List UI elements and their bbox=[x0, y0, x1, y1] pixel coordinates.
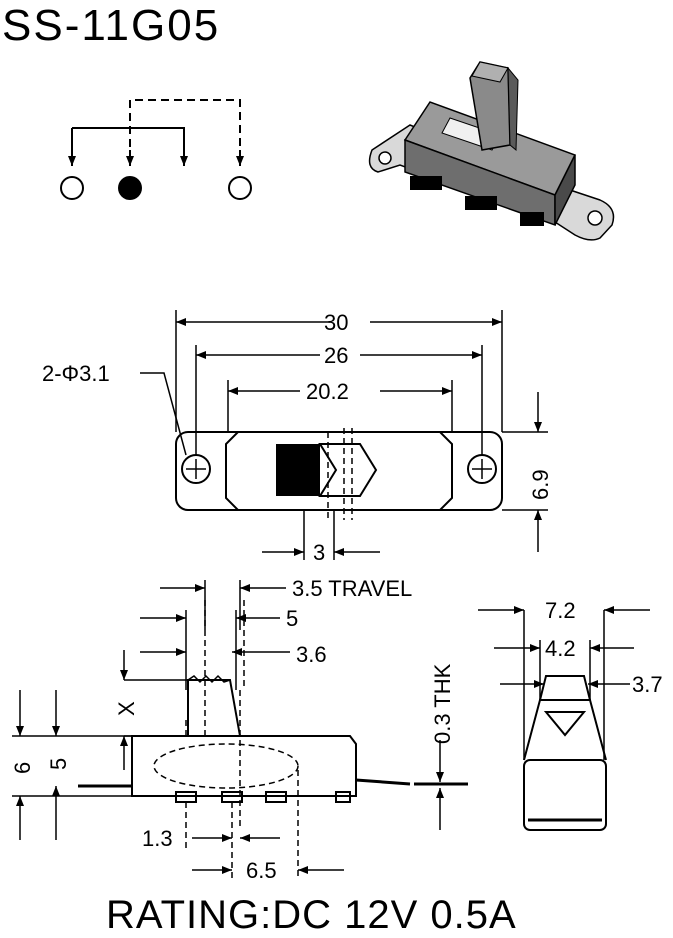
dim-actuator-height: X bbox=[114, 701, 139, 716]
switch-schematic bbox=[60, 99, 252, 200]
part-number-title: SS-11G05 bbox=[2, 1, 220, 50]
top-view: 30 26 20.2 2-Φ3.1 6.9 3 bbox=[42, 310, 553, 565]
dim-pin-pitch: 6.5 bbox=[246, 858, 277, 883]
dim-body-height: 5 bbox=[46, 758, 71, 770]
switch-body-outline bbox=[225, 431, 453, 511]
end-body-outline bbox=[523, 759, 607, 831]
dim-side-inner: 4.2 bbox=[545, 636, 576, 661]
dim-slot: 3 bbox=[313, 540, 325, 565]
dim-actuator-thickness: 3.6 bbox=[296, 642, 327, 667]
switch-product-photo bbox=[368, 61, 615, 241]
dim-body-length: 20.2 bbox=[306, 379, 349, 404]
dim-hole-spacing: 26 bbox=[324, 343, 348, 368]
dim-overall-length: 30 bbox=[324, 310, 348, 335]
dim-total-height: 6 bbox=[10, 762, 35, 774]
actuator-knob bbox=[276, 444, 320, 496]
dim-pin-width: 1.3 bbox=[142, 826, 173, 851]
dim-side-actuator: 3.7 bbox=[632, 672, 663, 697]
end-view: 7.2 4.2 3.7 bbox=[478, 598, 663, 831]
dim-travel: 3.5 TRAVEL bbox=[292, 576, 412, 601]
front-view: 3.5 TRAVEL 5 3.6 X 6 5 1.3 6.5 0. bbox=[10, 576, 468, 883]
contact-closed-center bbox=[118, 176, 142, 200]
dim-holes: 2-Φ3.1 bbox=[42, 361, 110, 386]
dim-plate-thickness: 0.3 THK bbox=[430, 663, 455, 744]
dim-actuator-width: 5 bbox=[286, 606, 298, 631]
contact-open-left bbox=[60, 176, 84, 200]
dim-height: 6.9 bbox=[528, 469, 553, 500]
rating-text: RATING:DC 12V 0.5A bbox=[106, 893, 517, 937]
dim-side-width: 7.2 bbox=[545, 598, 576, 623]
contact-open-right bbox=[228, 176, 252, 200]
